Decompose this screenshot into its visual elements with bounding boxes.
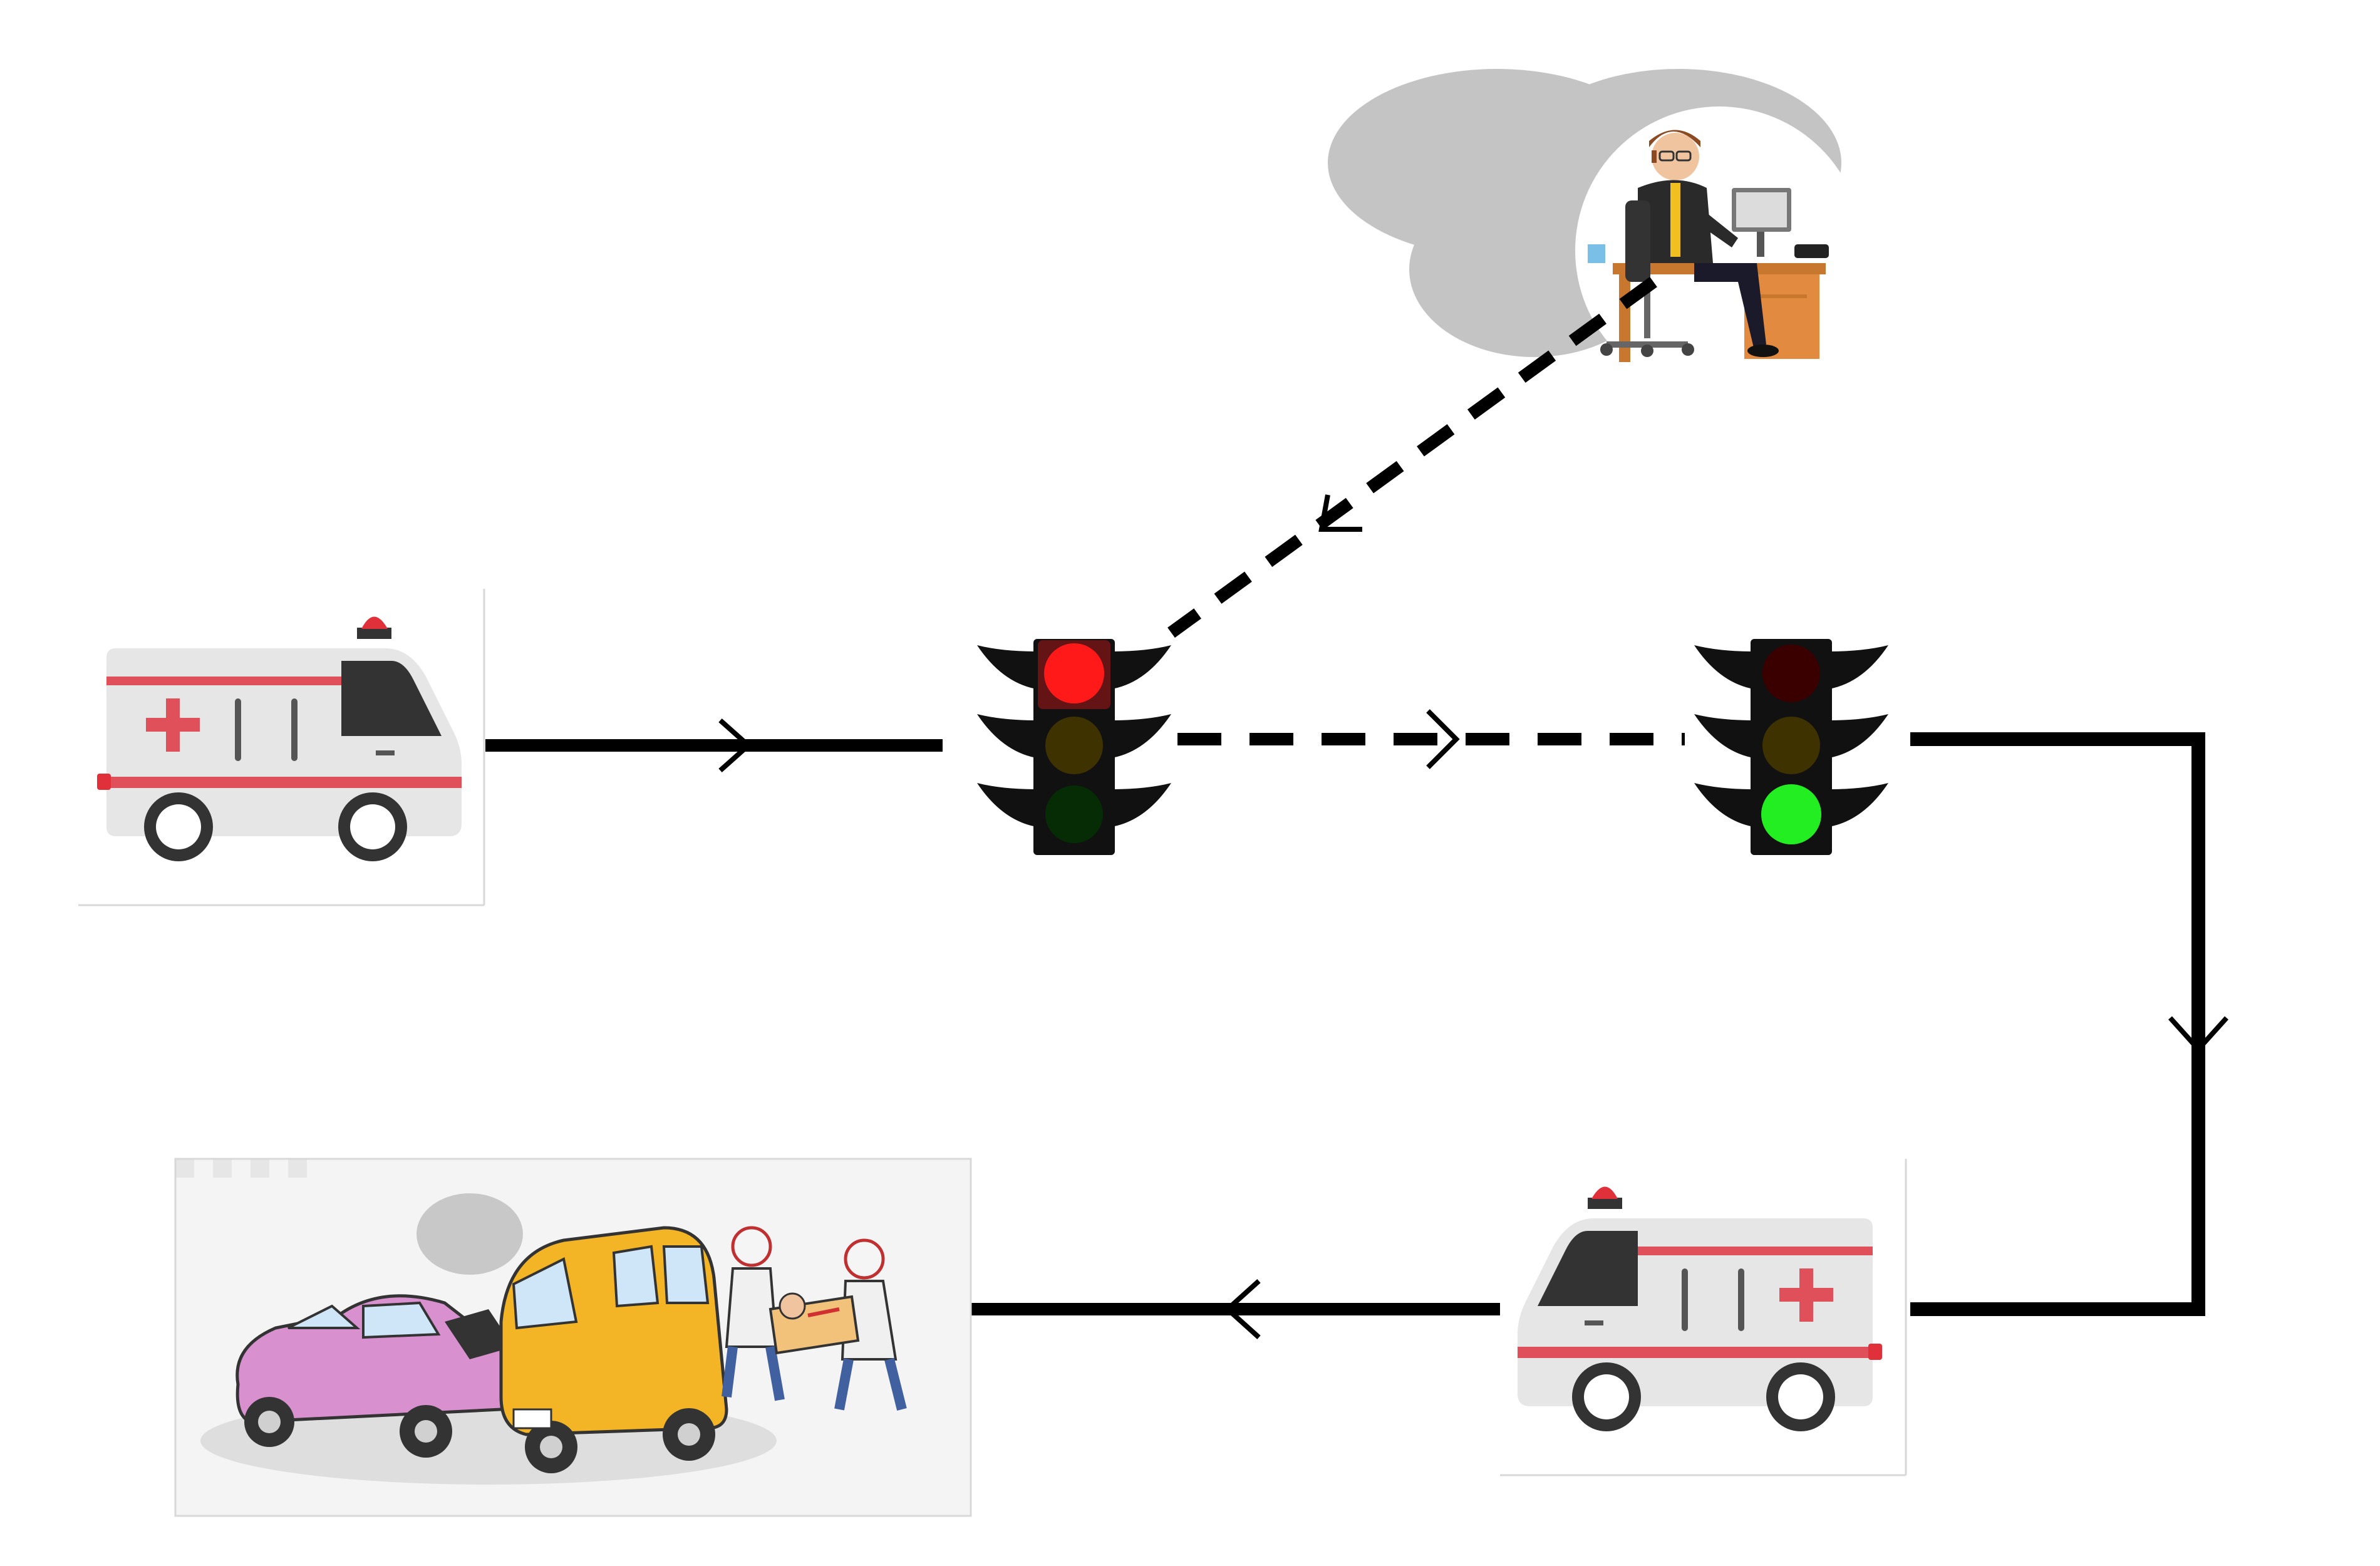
chair-icon bbox=[1625, 200, 1650, 282]
edge-ambulance-to-accident bbox=[943, 1279, 1500, 1339]
yellow-van-icon bbox=[499, 1226, 728, 1473]
edge-ambulance-to-red-light bbox=[485, 718, 943, 772]
edge-control-to-red-light bbox=[1167, 276, 1657, 638]
ambulance-start-icon bbox=[78, 589, 485, 906]
pink-car-icon bbox=[235, 1294, 514, 1458]
phone-icon bbox=[1794, 244, 1829, 258]
amber-lamp-off bbox=[1762, 717, 1820, 774]
edge-red-to-green-light bbox=[1177, 709, 1685, 769]
accident-scene-icon bbox=[174, 1158, 972, 1517]
paramedics-stretcher-icon bbox=[722, 1226, 907, 1411]
amber-lamp-off bbox=[1045, 717, 1103, 774]
operator-person-icon bbox=[1638, 130, 1779, 357]
control-center-operator bbox=[1575, 106, 1863, 395]
traffic-light-red-icon bbox=[977, 639, 1171, 855]
edge-green-to-ambulance-return bbox=[1910, 732, 2228, 1316]
green-lamp-on bbox=[1761, 784, 1821, 844]
red-lamp-off bbox=[1762, 645, 1820, 702]
red-lamp-on bbox=[1044, 643, 1104, 703]
traffic-light-green-icon bbox=[1694, 639, 1888, 855]
ambulance-return-icon bbox=[1500, 1159, 1907, 1476]
green-lamp-off bbox=[1045, 786, 1103, 843]
